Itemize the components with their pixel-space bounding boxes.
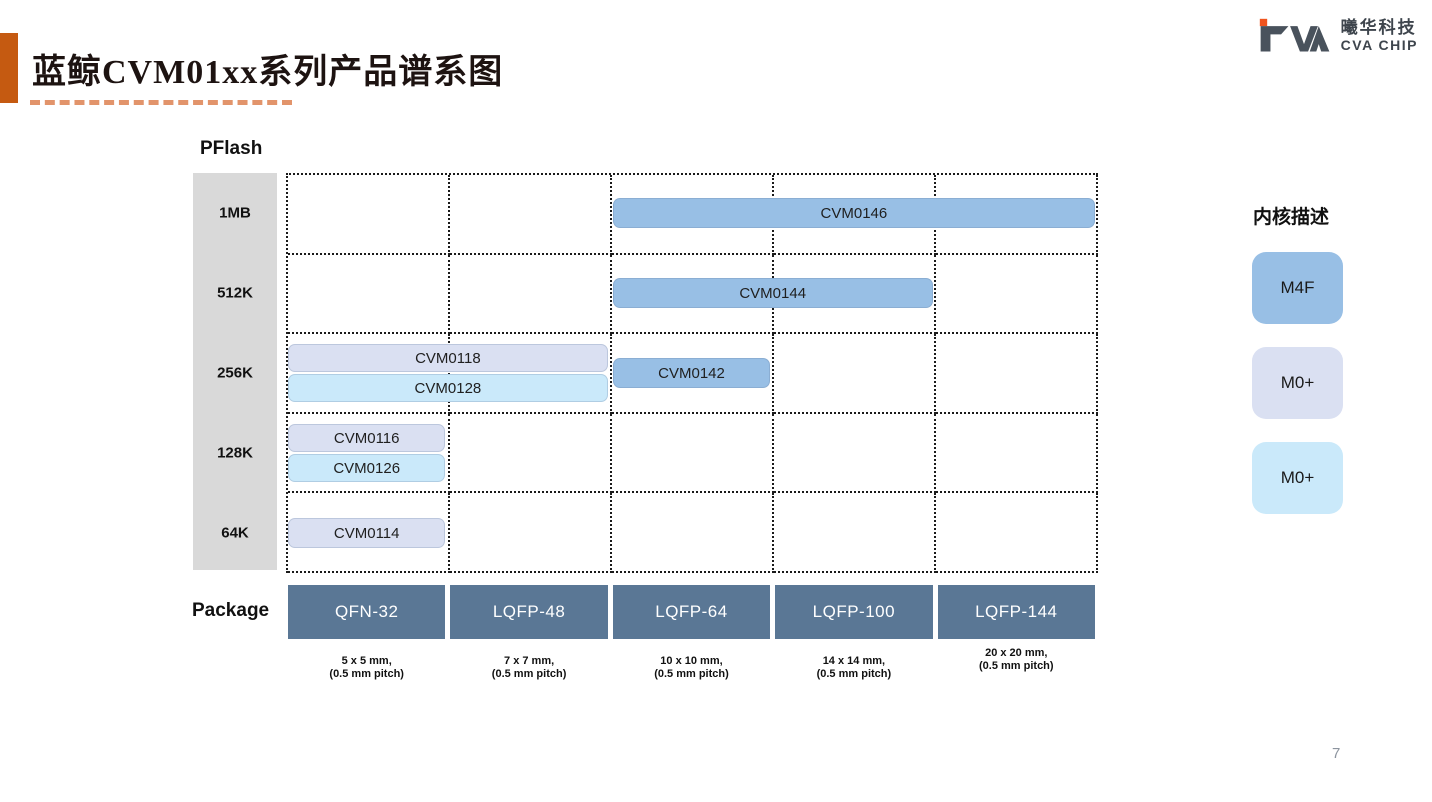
package-dimension: 7 x 7 mm,(0.5 mm pitch) [450,655,607,681]
grid-cell [936,413,1098,494]
grid-cell [288,254,450,335]
legend-item-m0+: M0+ [1252,442,1343,514]
grid-cell [612,493,774,573]
page-title: 蓝鲸CVM01xx系列产品谱系图 [32,54,504,91]
grid-cell [774,254,936,335]
grid-cell [288,334,450,414]
package-dimension-size: 7 x 7 mm, [504,655,555,667]
x-axis-label: Package [192,600,270,621]
grid-cell [774,334,936,414]
legend-item-m4f: M4F [1252,252,1343,324]
grid-cell [936,254,1098,335]
grid-cell [936,493,1098,573]
grid-cell [288,175,450,255]
package-header-lqfp-64: LQFP-64 [612,585,771,639]
package-dimension: 14 x 14 mm,(0.5 mm pitch) [775,655,932,681]
grid-cell [774,175,936,255]
package-header-lqfp-48: LQFP-48 [450,585,608,639]
company-name-en: CVA CHIP [1340,37,1418,53]
grid-cell [774,413,936,494]
flash-size-axis: 1MB 512K 256K 128K 64K [193,173,277,570]
package-dimension-size: 10 x 10 mm, [660,655,723,667]
cva-logo-icon [1259,18,1330,52]
flash-size-label: 1MB [219,204,251,222]
core-legend: M4F M0+ M0+ [1252,252,1343,537]
grid-cell [612,254,774,335]
grid-cell [936,175,1098,255]
flash-size-label: 512K [217,284,253,302]
package-dimension: 10 x 10 mm,(0.5 mm pitch) [613,655,770,681]
package-dimension-pitch: (0.5 mm pitch) [816,668,892,680]
y-axis-label: PFlash [200,138,263,159]
package-dimension-pitch: (0.5 mm pitch) [654,668,729,680]
package-dimension: 20 x 20 mm,(0.5 mm pitch) [938,647,1095,673]
package-header-qfn-32: QFN-32 [288,585,446,639]
title-underline [30,100,292,105]
flash-size-label: 64K [221,524,249,542]
company-name: 曦华科技 CVA CHIP [1341,18,1418,54]
grid-cell [936,334,1098,414]
grid-cell [288,493,450,573]
flash-size-label: 128K [217,444,253,462]
package-dimension-size: 14 x 14 mm, [822,655,886,667]
flash-size-label: 256K [217,364,253,382]
company-name-cn: 曦华科技 [1340,18,1417,37]
package-dimension-size: 5 x 5 mm, [341,655,392,667]
package-dimension-pitch: (0.5 mm pitch) [491,668,567,680]
grid-cell [612,175,774,255]
grid-cell [450,175,612,255]
grid-cell [288,413,450,494]
grid-cell [450,413,612,494]
package-dimension-pitch: (0.5 mm pitch) [979,660,1054,672]
matrix-grid [286,173,1098,573]
grid-cell [450,493,612,573]
grid-cell [774,493,936,573]
title-accent-bar [0,33,18,103]
package-header-lqfp-144: LQFP-144 [937,585,1095,639]
package-dimension-size: 20 x 20 mm, [985,647,1048,659]
grid-cell [612,334,774,414]
package-dimension-pitch: (0.5 mm pitch) [329,668,404,680]
grid-cell [612,413,774,494]
legend-title: 内核描述 [1253,207,1330,228]
grid-cell [450,254,612,335]
company-logo: 曦华科技 CVA CHIP [1259,16,1418,56]
legend-item-m0+: M0+ [1252,347,1343,419]
page-number: 7 [1332,745,1341,762]
package-header-lqfp-100: LQFP-100 [775,585,933,639]
package-dimension: 5 x 5 mm,(0.5 mm pitch) [288,655,445,681]
grid-cell [450,334,612,414]
